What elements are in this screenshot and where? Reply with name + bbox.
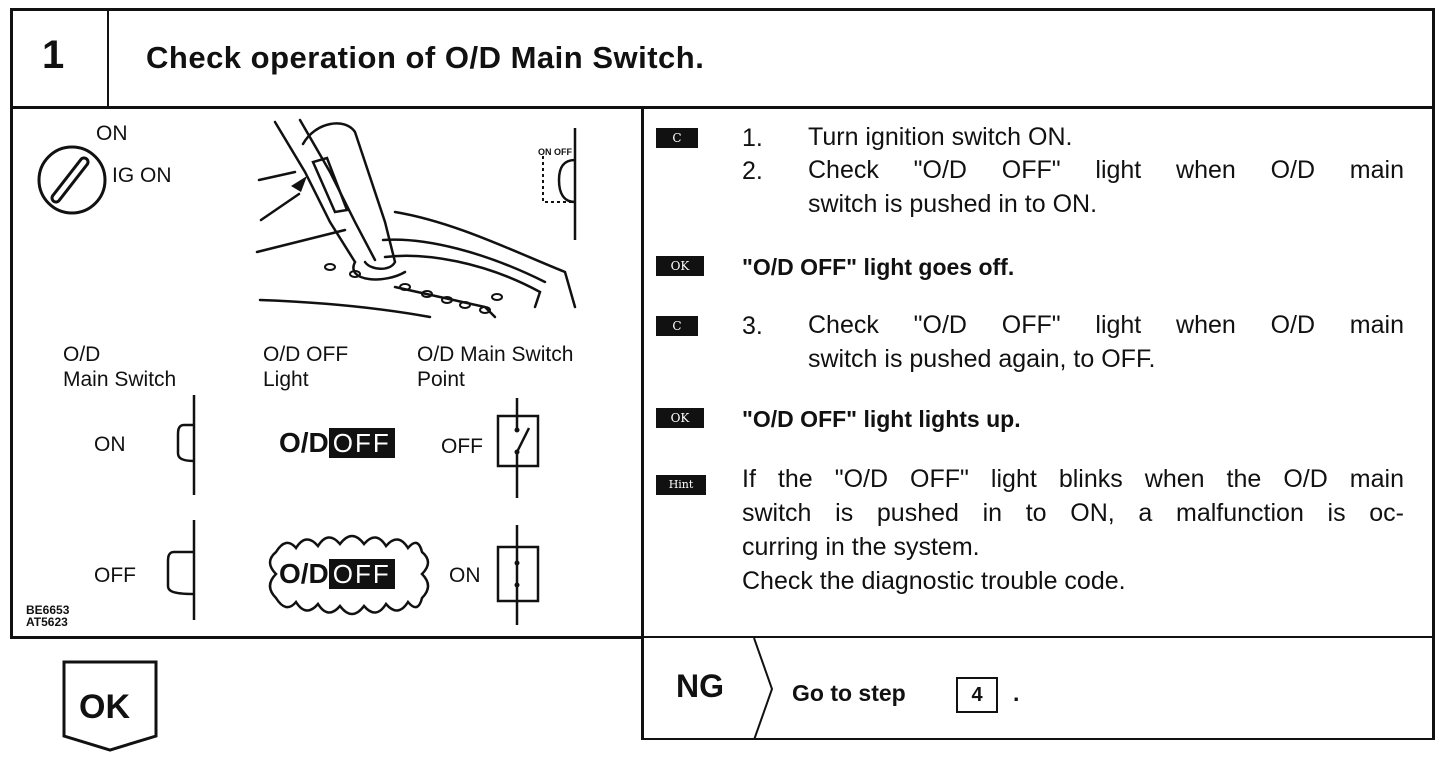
ignition-on-label: ON	[96, 122, 128, 145]
row-off-point-state: ON	[449, 564, 481, 587]
ok-badge: OK	[656, 408, 704, 428]
step-number: 1	[42, 33, 65, 77]
shift-lever-illustration	[255, 118, 577, 319]
switch-pushed-in-icon	[176, 395, 196, 495]
figure-bottom	[10, 636, 644, 639]
step2-line2: switch is pushed in to ON.	[808, 190, 1098, 218]
switch-released-icon	[166, 520, 196, 620]
ng-label: NG	[676, 668, 724, 704]
switch-detail-label: ON OFF	[538, 147, 572, 157]
check-badge: C	[656, 128, 698, 148]
col-header-main-switch: O/D Main Switch	[63, 343, 177, 391]
ok-result-box	[62, 660, 158, 752]
panel-divider	[641, 106, 644, 740]
page-title: Check operation of O/D Main Switch.	[146, 40, 705, 75]
frame-left	[10, 8, 13, 638]
ng-action-text: Go to step	[792, 680, 906, 706]
ok-result-label: OK	[79, 688, 130, 726]
hint-badge: Hint	[656, 475, 706, 495]
step3-number: 3.	[742, 312, 763, 340]
frame-right	[1432, 8, 1435, 740]
step2-line1: Check "O/D OFF" light when O/D main	[808, 156, 1404, 184]
switch-point-closed-icon	[496, 525, 540, 625]
step1-text: Turn ignition switch ON.	[808, 123, 1073, 151]
figure-code: BE6653 AT5623	[26, 603, 70, 629]
step1-number: 1.	[742, 124, 763, 152]
switch-detail-icon	[542, 128, 577, 240]
ng-step-box: 4	[956, 677, 998, 713]
col-header-light: O/D OFF Light	[263, 343, 349, 391]
ng-arrow-divider	[753, 638, 774, 740]
check-badge: C	[656, 316, 698, 336]
row-off-state: OFF	[94, 564, 136, 587]
row-on-point-state: OFF	[441, 435, 483, 458]
frame-top	[10, 8, 1435, 11]
ignition-ig-on-label: IG ON	[112, 164, 172, 187]
ok-badge: OK	[656, 256, 704, 276]
ng-end-punct: .	[1013, 680, 1020, 706]
col-header-point: O/D Main Switch Point	[417, 343, 574, 391]
blink-burst-icon	[268, 534, 430, 616]
step3-line2: switch is pushed again, to OFF.	[808, 345, 1156, 373]
hint-text: If the "O/D OFF" light blinks when the O…	[742, 465, 1404, 595]
ok1-text: "O/D OFF" light goes off.	[742, 254, 1015, 280]
ignition-key-icon	[37, 145, 107, 215]
switch-point-open-icon	[496, 398, 540, 498]
step2-number: 2.	[742, 157, 763, 185]
step3-line1: Check "O/D OFF" light when O/D main	[808, 311, 1404, 339]
instructions-bottom	[641, 636, 1435, 638]
row-on-state: ON	[94, 433, 126, 456]
ng-bottom	[641, 738, 1435, 740]
step-number-divider	[107, 8, 109, 108]
ok2-text: "O/D OFF" light lights up.	[742, 406, 1021, 432]
header-divider	[10, 106, 1435, 109]
